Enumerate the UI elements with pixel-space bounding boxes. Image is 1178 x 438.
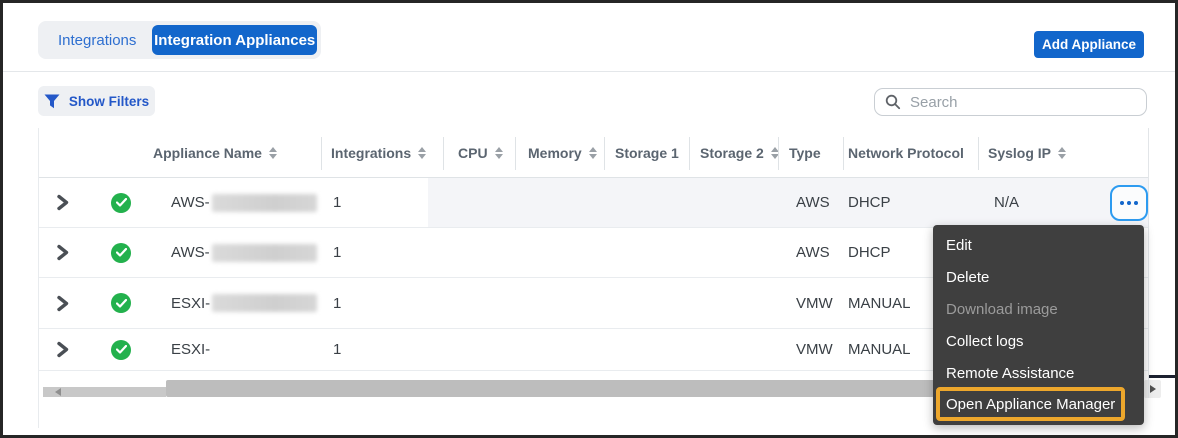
sort-icon[interactable] [1058, 147, 1067, 159]
table-right-border [1148, 128, 1149, 398]
column-divider [689, 137, 690, 170]
integrations-cell: 1 [333, 194, 342, 211]
appliance-name-cell: ESXI- [171, 278, 318, 328]
expand-chevron-icon[interactable] [56, 178, 69, 227]
table-row[interactable]: ESXI- 1 VMW MANUAL [38, 329, 1148, 371]
integrations-cell: 1 [333, 341, 342, 358]
status-ok-icon [111, 242, 131, 263]
type-cell: AWS [796, 244, 830, 261]
scrollbar-track[interactable] [43, 387, 166, 397]
appliances-table: Appliance Name Integrations CPU Memory S… [38, 128, 1148, 371]
column-header-type[interactable]: Type [789, 145, 821, 161]
appliance-name-cell: AWS- [171, 228, 317, 277]
window-edge-line [1149, 375, 1175, 378]
table-row[interactable]: AWS- 1 AWS DHCP [38, 228, 1148, 278]
expand-chevron-icon[interactable] [56, 329, 69, 370]
type-cell: AWS [796, 194, 830, 211]
section-divider [3, 71, 1175, 72]
table-row[interactable]: AWS- 1 AWS DHCP N/A [38, 178, 1148, 228]
network-protocol-cell: DHCP [848, 194, 891, 211]
table-row[interactable]: ESXI- 1 VMW MANUAL [38, 278, 1148, 329]
column-divider [843, 137, 844, 170]
search-input[interactable] [910, 93, 1146, 111]
column-divider [443, 137, 444, 170]
menu-item-delete[interactable]: Delete [946, 268, 990, 286]
status-ok-icon [111, 339, 131, 360]
type-cell: VMW [796, 341, 833, 358]
menu-item-collect-logs[interactable]: Collect logs [946, 332, 1024, 350]
show-filters-button[interactable]: Show Filters [38, 86, 155, 116]
filter-funnel-icon [44, 94, 60, 109]
view-tab-group: Integrations Integration Appliances [38, 21, 321, 59]
sort-icon[interactable] [588, 147, 597, 159]
row-actions-context-menu: Edit Delete Download image Collect logs … [933, 225, 1144, 425]
redacted-name [211, 243, 317, 262]
column-header-syslog-ip[interactable]: Syslog IP [988, 128, 1067, 178]
table-header-row: Appliance Name Integrations CPU Memory S… [38, 128, 1148, 178]
scrollbar-left-arrow-icon[interactable] [55, 388, 61, 396]
scrollbar-right-arrow-icon[interactable] [1144, 380, 1161, 398]
table-left-border [38, 128, 39, 428]
status-ok-icon [111, 192, 131, 213]
appliance-name-cell: ESXI- [171, 341, 211, 358]
status-ok-icon [111, 293, 131, 313]
integrations-cell: 1 [333, 294, 342, 312]
sort-icon[interactable] [268, 147, 277, 159]
add-appliance-button[interactable]: Add Appliance [1034, 31, 1144, 58]
column-header-network-protocol[interactable]: Network Protocol [848, 145, 964, 161]
show-filters-label: Show Filters [68, 93, 150, 109]
column-divider [978, 137, 979, 170]
network-protocol-cell: DHCP [848, 244, 891, 261]
column-divider [515, 137, 516, 170]
redacted-name [212, 294, 318, 312]
row-highlight [428, 178, 1148, 227]
sort-icon[interactable] [418, 147, 427, 159]
tab-integrations[interactable]: Integrations [58, 31, 137, 49]
menu-item-edit[interactable]: Edit [946, 236, 972, 254]
column-divider [778, 137, 779, 170]
network-protocol-cell: MANUAL [848, 294, 911, 312]
column-divider [321, 137, 322, 170]
column-header-storage-2[interactable]: Storage 2 [700, 128, 779, 178]
redacted-name [211, 193, 317, 212]
menu-item-download-image: Download image [946, 300, 1058, 318]
search-icon [885, 94, 901, 110]
syslog-ip-cell: N/A [994, 194, 1020, 211]
column-header-memory[interactable]: Memory [528, 128, 597, 178]
appliance-name-cell: AWS- [171, 178, 317, 227]
integrations-cell: 1 [333, 244, 342, 261]
type-cell: VMW [796, 294, 833, 312]
column-header-appliance-name[interactable]: Appliance Name [153, 128, 277, 178]
column-header-storage-1[interactable]: Storage 1 [615, 145, 679, 161]
column-header-cpu[interactable]: CPU [458, 128, 503, 178]
menu-item-remote-assistance[interactable]: Remote Assistance [946, 364, 1075, 382]
menu-item-highlight-box: Open Appliance Manager [936, 387, 1125, 421]
sort-icon[interactable] [770, 147, 779, 159]
search-box [874, 88, 1147, 116]
expand-chevron-icon[interactable] [56, 228, 69, 277]
sort-icon[interactable] [494, 147, 503, 159]
network-protocol-cell: MANUAL [848, 341, 911, 358]
scrollbar-thumb[interactable] [166, 380, 1141, 397]
tab-integration-appliances[interactable]: Integration Appliances [152, 25, 317, 55]
menu-item-open-appliance-manager[interactable]: Open Appliance Manager [946, 395, 1116, 413]
column-divider [604, 137, 605, 170]
expand-chevron-icon[interactable] [56, 278, 69, 328]
row-actions-ellipsis-button[interactable] [1110, 185, 1148, 221]
column-header-integrations[interactable]: Integrations [331, 128, 427, 178]
